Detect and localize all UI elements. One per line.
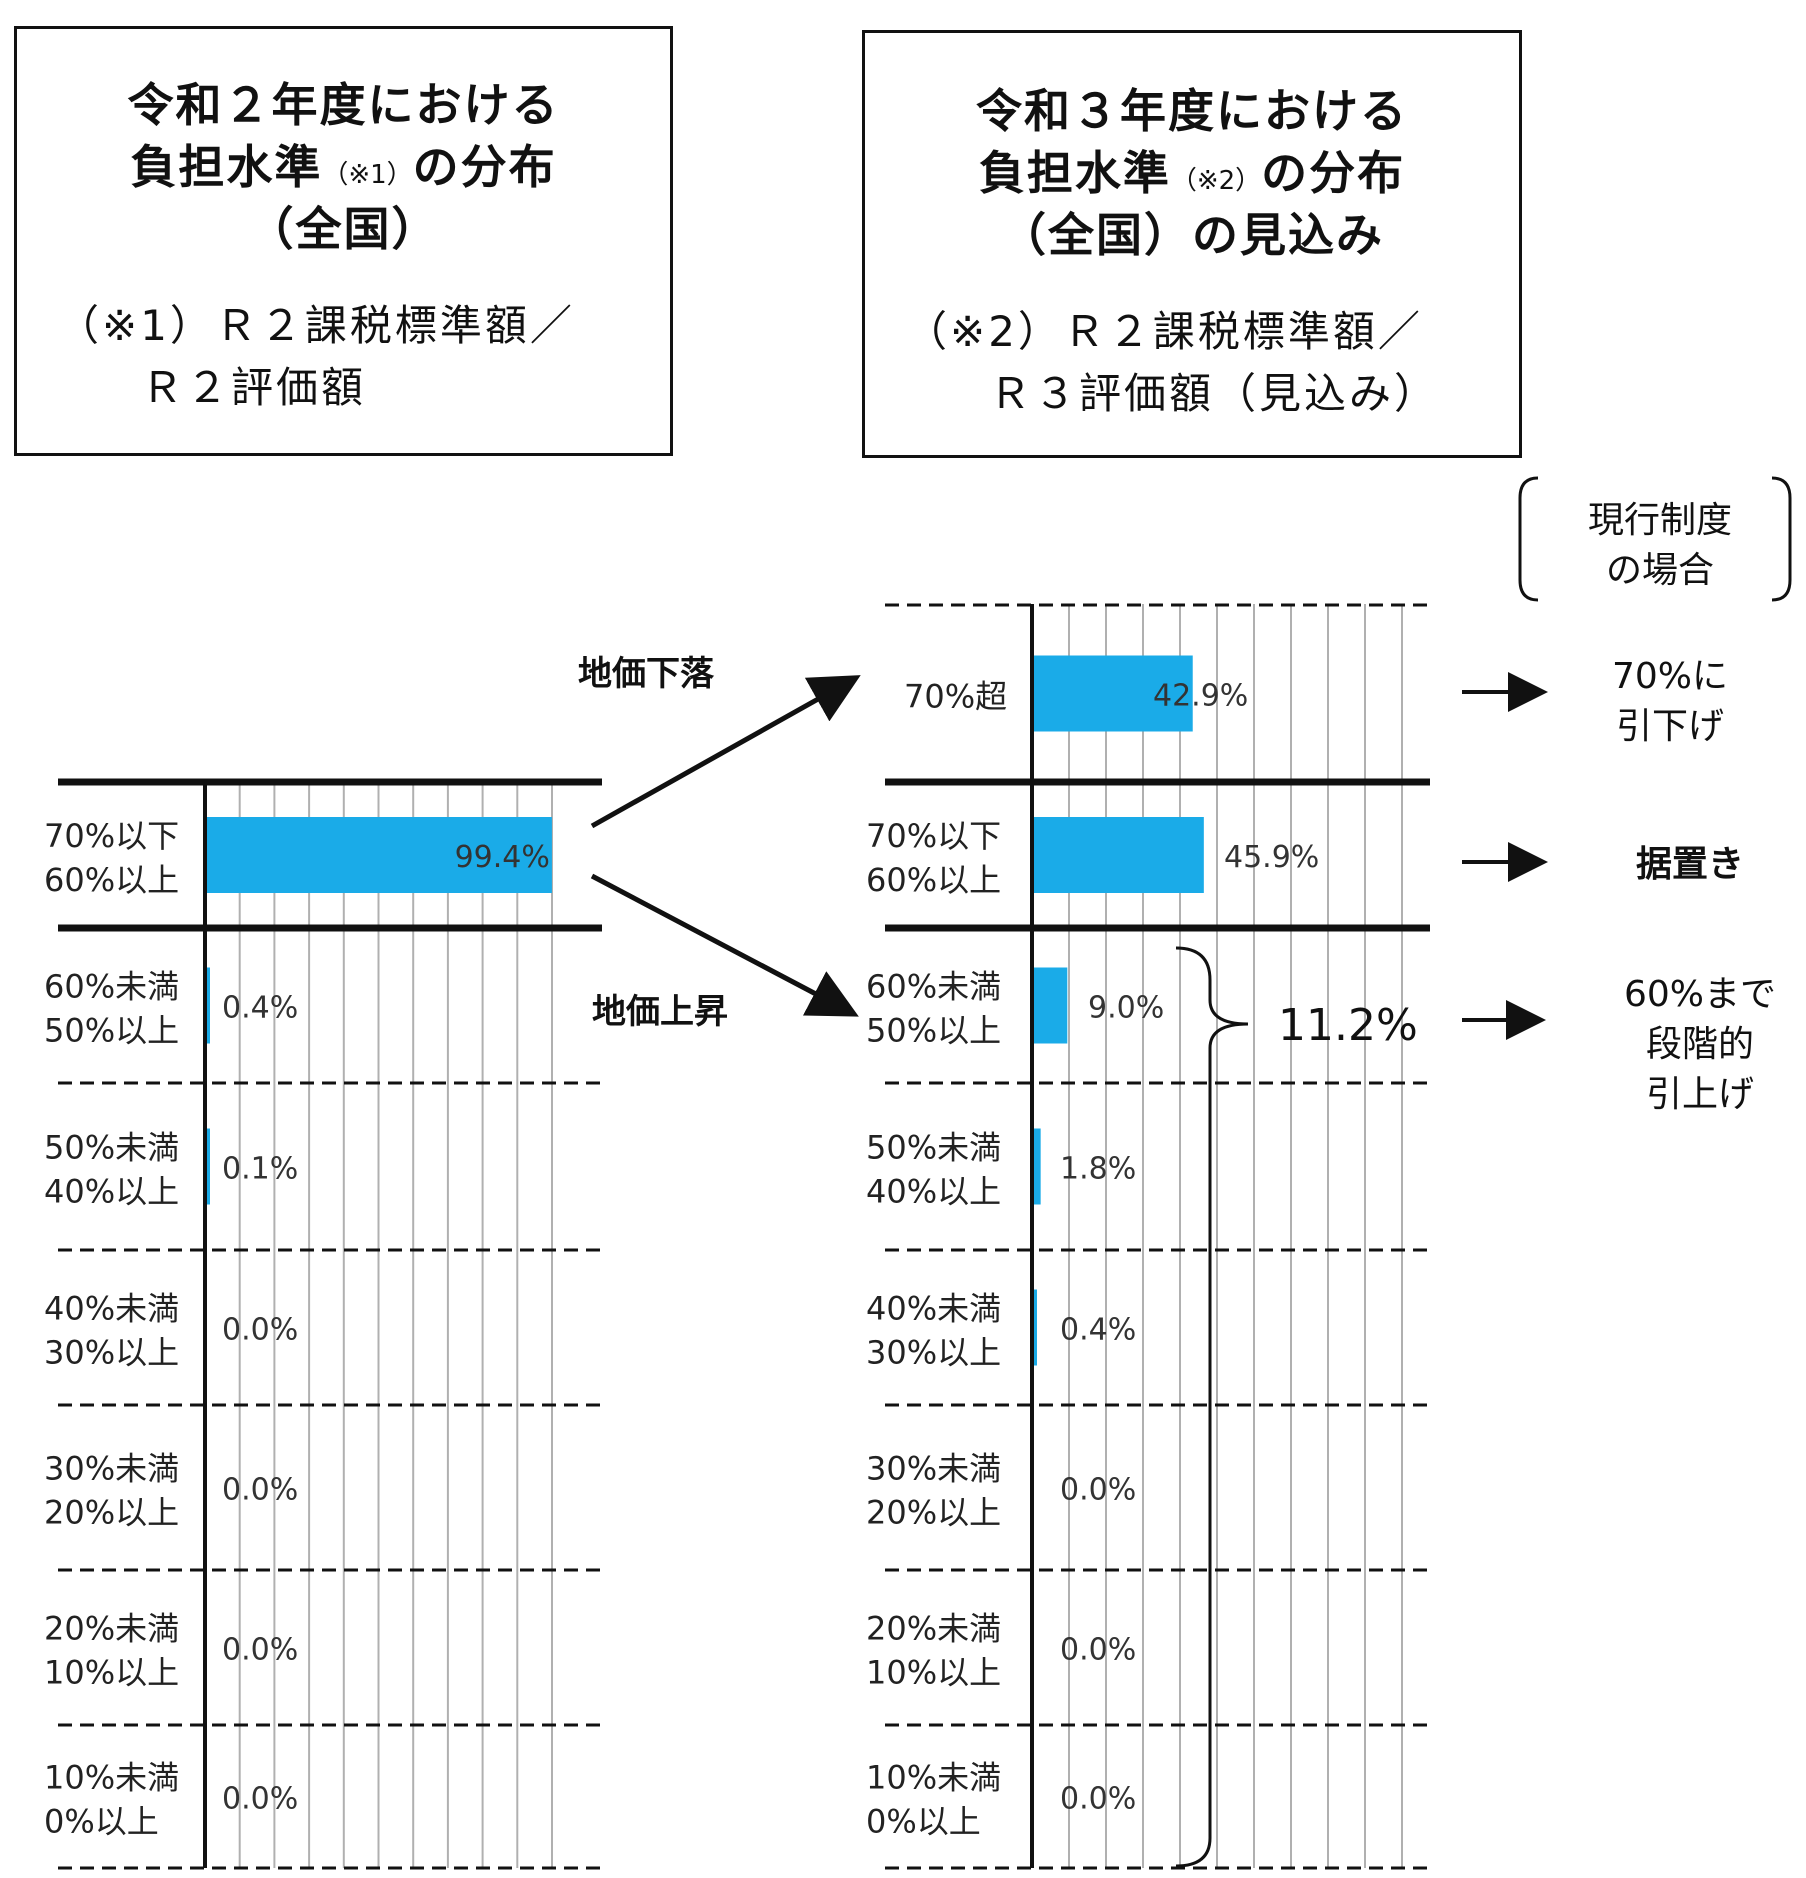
- left-chart-row-label: 40%以上: [44, 1173, 179, 1211]
- left-chart-value-label: 0.1%: [222, 1152, 298, 1187]
- left-chart-row-label: 50%以上: [44, 1012, 179, 1050]
- right-chart-row-label: 0%以上: [866, 1803, 981, 1841]
- outcome-keep-line1: 据置き: [1635, 844, 1744, 885]
- right-chart-row-label: 30%未満: [866, 1450, 1001, 1488]
- right-chart-row-label: 40%未満: [866, 1290, 1001, 1328]
- left-chart-bar: [207, 817, 552, 893]
- right-chart-bar: [1034, 1128, 1041, 1205]
- right-title-line2: 負担水準（※2）の分布: [865, 143, 1519, 211]
- right-chart-value-label: 9.0%: [1088, 991, 1164, 1026]
- right-title-line1: 令和３年度における: [976, 84, 1408, 138]
- right-note-line2: Ｒ３評価額（見込み）: [989, 369, 1440, 418]
- outcome-raise: 60%まで 段階的 引上げ: [1600, 970, 1800, 1120]
- land-price-fall-label: 地価下落: [578, 654, 714, 694]
- note-bracket-right: [1771, 476, 1792, 602]
- right-chart-bar: [1034, 655, 1193, 732]
- left-chart-row-label: 60%未満: [44, 968, 179, 1006]
- outcome-raise-line2: 段階的: [1645, 1024, 1754, 1065]
- current-system-note: 現行制度 の場合: [1540, 496, 1780, 596]
- left-chart-row-label: 30%未満: [44, 1450, 179, 1488]
- left-title-line1: 令和２年度における: [127, 78, 560, 132]
- right-title-box: 令和３年度における 負担水準（※2）の分布 （全国）の見込み （※2）Ｒ２課税標…: [862, 30, 1522, 458]
- left-chart-row-label: 40%未満: [44, 1290, 179, 1328]
- left-note-line1: （※1）Ｒ２課税標準額／: [57, 301, 575, 350]
- outcome-reduce-line2: 引下げ: [1615, 706, 1724, 747]
- right-chart-value-label: 42.9%: [1153, 679, 1248, 714]
- current-system-note-line1: 現行制度: [1587, 500, 1732, 541]
- right-title-line3: （全国）の見込み: [1000, 208, 1384, 262]
- left-chart-value-label: 0.0%: [222, 1473, 298, 1508]
- left-chart-value-label: 0.0%: [222, 1782, 298, 1817]
- left-chart-row-label: 70%以下: [44, 817, 179, 855]
- right-chart-bar: [1034, 967, 1068, 1044]
- left-chart-row-label: 30%以上: [44, 1334, 179, 1372]
- right-title-line2-a: 負担水準: [978, 146, 1171, 200]
- right-chart-row-label: 20%以上: [866, 1494, 1001, 1532]
- right-title-line2-b: の分布: [1261, 146, 1406, 200]
- right-chart-row-label: 10%未満: [866, 1759, 1001, 1797]
- right-chart-value-label: 0.0%: [1060, 1473, 1136, 1508]
- right-note-line1: （※2）Ｒ２課税標準額／: [905, 307, 1423, 356]
- left-chart-row-label: 20%以上: [44, 1494, 179, 1532]
- outcome-keep: 据置き: [1600, 840, 1780, 890]
- brace: [1175, 946, 1249, 1868]
- left-title-box: 令和２年度における 負担水準（※1）の分布 （全国） （※1）Ｒ２課税標準額／ …: [14, 26, 673, 456]
- right-chart-value-label: 0.4%: [1060, 1313, 1136, 1348]
- left-chart-value-label: 0.4%: [222, 991, 298, 1026]
- right-chart-row-label: 60%以上: [866, 861, 1001, 899]
- left-title-line2-a: 負担水準: [130, 140, 323, 194]
- brace-total-label: 11.2%: [1278, 1000, 1418, 1051]
- outcome-raise-line1: 60%まで: [1623, 974, 1777, 1015]
- right-chart-value-label: 0.0%: [1060, 1633, 1136, 1668]
- right-chart-row-label: 10%以上: [866, 1654, 1001, 1692]
- left-chart-value-label: 0.0%: [222, 1313, 298, 1348]
- left-chart-row-label: 0%以上: [44, 1803, 159, 1841]
- left-chart-row-label: 20%未満: [44, 1610, 179, 1648]
- left-note-line2: Ｒ２評価額: [141, 363, 367, 412]
- right-chart-row-label: 70%超: [904, 678, 1007, 716]
- outcome-reduce-line1: 70%に: [1611, 656, 1729, 697]
- outcome-raise-line3: 引上げ: [1645, 1074, 1754, 1115]
- right-chart-value-label: 1.8%: [1060, 1152, 1136, 1187]
- left-chart-row-label: 10%以上: [44, 1654, 179, 1692]
- right-chart-value-label: 0.0%: [1060, 1782, 1136, 1817]
- right-chart-value-label: 45.9%: [1224, 840, 1319, 875]
- right-chart-row-label: 30%以上: [866, 1334, 1001, 1372]
- land-price-fall-arrow: [590, 675, 861, 829]
- right-chart-row-label: 20%未満: [866, 1610, 1001, 1648]
- left-title-line2-b: の分布: [412, 140, 557, 194]
- left-title-line3: （全国）: [247, 202, 440, 256]
- right-chart-bar: [1034, 1289, 1037, 1366]
- right-title-ref: （※2）: [1170, 166, 1262, 196]
- left-chart-row-label: 50%未満: [44, 1129, 179, 1167]
- left-title-ref: （※1）: [322, 160, 413, 190]
- right-chart-row-label: 50%以上: [866, 1012, 1001, 1050]
- left-chart-value-label: 0.0%: [222, 1633, 298, 1668]
- note-bracket-left: [1518, 476, 1539, 602]
- current-system-note-line2: の場合: [1605, 550, 1714, 591]
- right-chart-row-label: 60%未満: [866, 968, 1001, 1006]
- land-price-rise-label: 地価上昇: [592, 992, 728, 1032]
- left-chart-value-label: 99.4%: [455, 840, 550, 875]
- left-chart-bar: [207, 1128, 210, 1205]
- right-chart-row-label: 70%以下: [866, 817, 1001, 855]
- left-chart-bar: [207, 967, 210, 1044]
- left-chart-row-label: 60%以上: [44, 861, 179, 899]
- right-chart-bar: [1034, 817, 1204, 893]
- left-chart-row-label: 10%未満: [44, 1759, 179, 1797]
- right-chart-row-label: 50%未満: [866, 1129, 1001, 1167]
- left-title-line2: 負担水準（※1）の分布: [17, 137, 670, 205]
- land-price-rise-arrow: [590, 873, 859, 1017]
- right-chart-row-label: 40%以上: [866, 1173, 1001, 1211]
- outcome-reduce: 70%に 引下げ: [1580, 652, 1760, 752]
